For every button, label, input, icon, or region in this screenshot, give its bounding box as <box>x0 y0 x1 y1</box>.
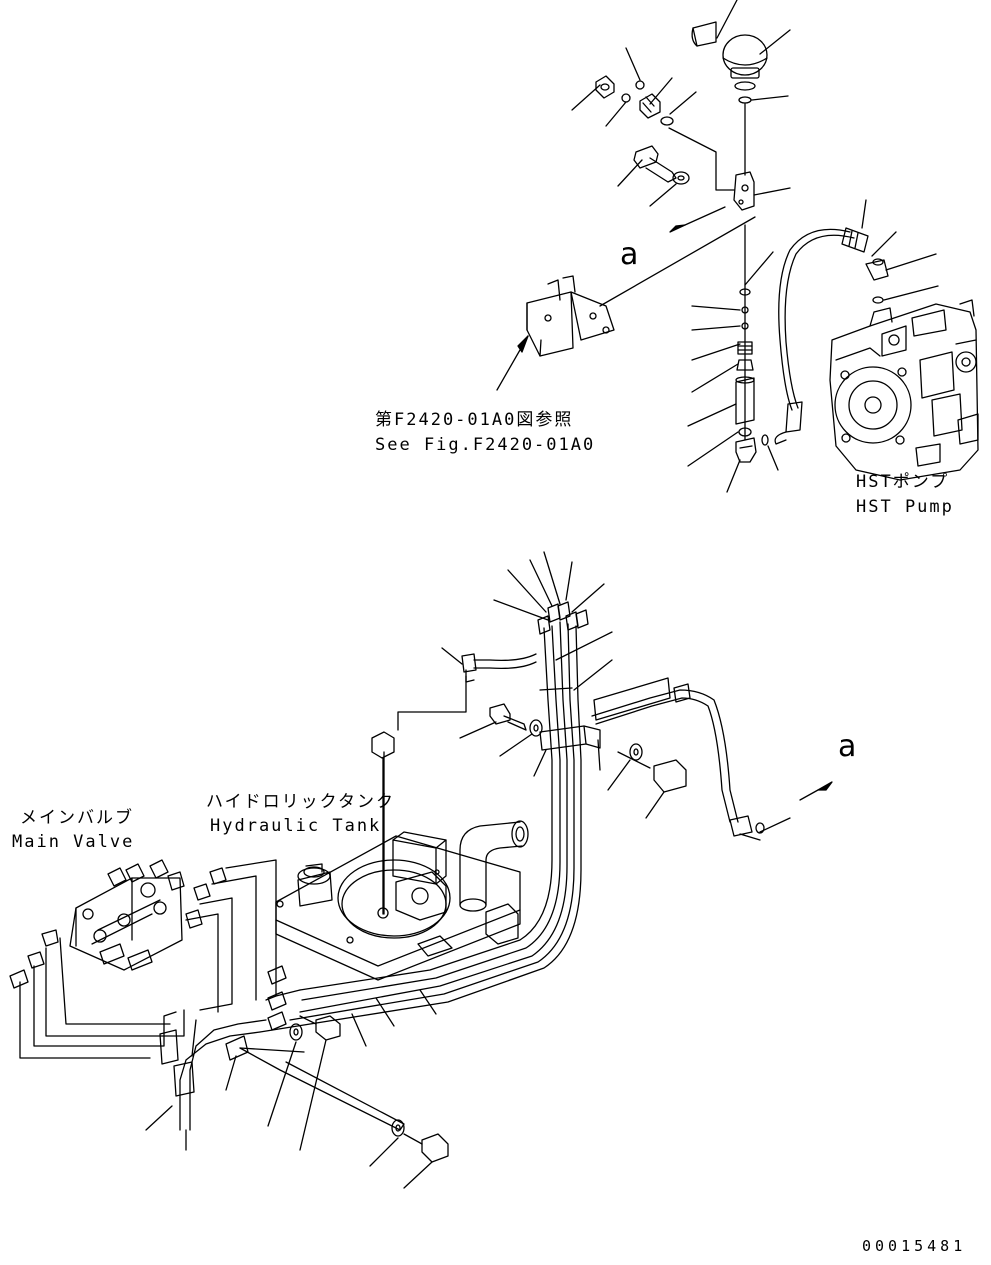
callout-a-lower: a <box>838 729 857 764</box>
reference-label-english: See Fig.F2420-01A0 <box>375 435 596 455</box>
reference-label-japanese: 第F2420-01A0図参照 <box>375 410 574 430</box>
lower-bolts-washers <box>289 703 687 1163</box>
drawing-number: 00015481 <box>862 1237 967 1255</box>
hose-bundle <box>19 601 601 1131</box>
accumulator-assembly <box>496 21 768 391</box>
callout-a-upper: a <box>620 237 639 272</box>
hydraulic-tank-label-japanese: ハイドロリックタンク <box>206 792 395 812</box>
hydraulic-tank <box>275 820 529 981</box>
main-valve <box>9 859 227 989</box>
leader-lines-lower <box>145 551 791 1189</box>
main-valve-label-english: Main Valve <box>12 832 135 852</box>
right-hose <box>591 677 833 837</box>
hst-pump <box>829 299 979 481</box>
hst-pump-label-english: HST Pump <box>856 497 954 517</box>
leader-lines-upper <box>571 0 939 493</box>
hydraulic-tank-label-english: Hydraulic Tank <box>210 816 382 836</box>
valve-stack-parts <box>735 224 757 463</box>
main-valve-label-japanese: メインバルブ <box>20 808 134 828</box>
hst-pump-label-japanese: HSTポンプ <box>856 472 950 492</box>
hst-hose <box>761 227 889 446</box>
